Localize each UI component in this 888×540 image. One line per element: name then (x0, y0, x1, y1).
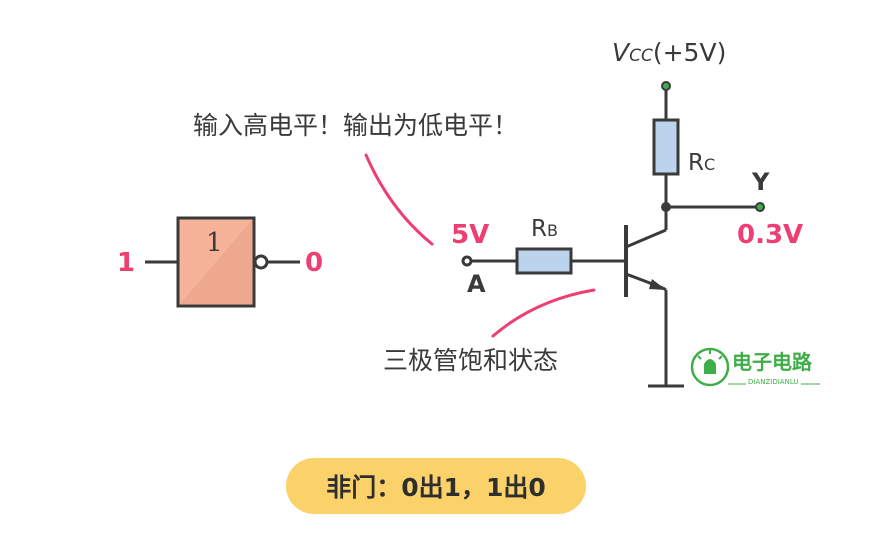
annotation-curve-bottom (491, 288, 596, 338)
vcc-value: (+5V) (652, 38, 727, 67)
vcc-v: V (612, 38, 630, 67)
resistor-rc (652, 118, 680, 176)
gate-symbol-label: 1 (206, 228, 223, 258)
rb-r: R (531, 216, 547, 242)
not-gate (145, 216, 300, 308)
resistor-rb (515, 247, 573, 275)
rc-label: RC (688, 152, 715, 175)
gate-input-label: 1 (117, 248, 136, 278)
summary-text: 非门：0出1，1出0 (326, 473, 546, 502)
annotation-bottom: 三极管饱和状态 (383, 346, 559, 375)
gate-output-label: 0 (305, 248, 324, 278)
output-node-label: Y (752, 168, 770, 196)
input-voltage-label: 5V (451, 220, 490, 250)
summary-pill: 非门：0出1，1出0 (286, 458, 586, 514)
output-terminal (755, 202, 765, 212)
rc-r: R (688, 150, 704, 176)
output-voltage-label: 0.3V (737, 220, 804, 250)
logo-text: 电子电路 (732, 350, 812, 374)
vcc-terminal (661, 81, 671, 91)
rb-label: RB (531, 218, 558, 241)
rb-sub: B (546, 221, 558, 240)
annotation-top: 输入高电平！输出为低电平！ (193, 111, 519, 140)
input-node-label: A (467, 270, 486, 298)
logo-subtext: DIANZIDIANLU (746, 378, 801, 386)
annotation-curve-top (364, 153, 434, 246)
vcc-label: VCC(+5V) (612, 40, 726, 65)
site-logo: 电子电路 DIANZIDIANLU (690, 346, 830, 390)
bulb-icon (690, 347, 820, 387)
vcc-sub: CC (629, 46, 653, 66)
input-terminal (461, 255, 473, 267)
npn-transistor (624, 207, 684, 388)
rc-sub: C (703, 155, 716, 174)
inversion-bubble (253, 254, 269, 270)
